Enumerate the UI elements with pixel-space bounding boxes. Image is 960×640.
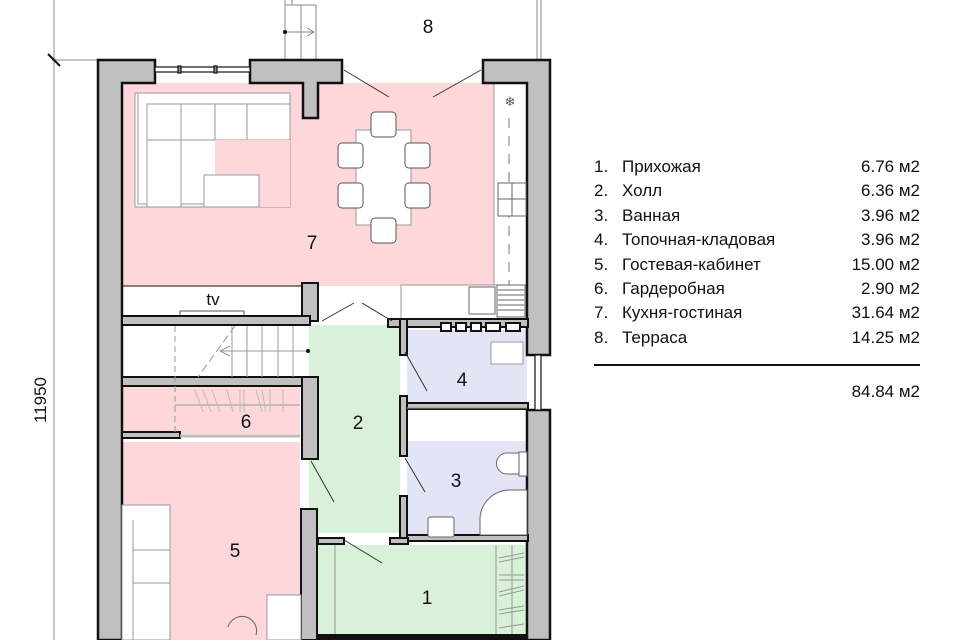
window-top	[154, 65, 251, 74]
dining-chairs	[337, 111, 431, 244]
dimension-label: 11950	[31, 377, 50, 423]
legend-item-name: Холл	[622, 181, 663, 201]
room-number-2: 2	[353, 413, 364, 434]
legend-item-name: Ванная	[622, 205, 681, 225]
interior-walls	[121, 282, 529, 640]
stair-start-dot	[283, 30, 287, 34]
legend-item: 1. Прихожая 6.76 м2	[594, 155, 920, 179]
legend-item: 6. Гардеробная 2.90 м2	[594, 277, 920, 301]
utility-niche	[407, 408, 527, 441]
legend-divider	[594, 364, 920, 367]
sink-icon	[468, 284, 526, 318]
legend-item-name: Гостевая-кабинет	[622, 254, 761, 274]
floor-plan: 11950	[31, 0, 552, 640]
area-legend: 1. Прихожая 6.76 м2 2. Холл 6.36 м2 3. В…	[594, 155, 920, 402]
terrace-outline	[52, 0, 542, 61]
room-number-8: 8	[423, 17, 434, 38]
window-right	[534, 354, 542, 411]
toilet-icon	[496, 451, 528, 477]
legend-item: 4. Топочная-кладовая 3.96 м2	[594, 228, 920, 252]
legend-item: 8. Терраса 14.25 м2	[594, 326, 920, 350]
legend-item-name: Топочная-кладовая	[622, 230, 776, 250]
legend-item-number: 2.	[594, 181, 609, 201]
room-number-3: 3	[451, 471, 462, 492]
legend-item: 5. Гостевая-кабинет 15.00 м2	[594, 253, 920, 277]
legend-item-area: 15.00 м2	[851, 254, 920, 274]
outer-walls	[96, 58, 552, 640]
fridge-icon: ❄	[505, 94, 516, 109]
stair-dot	[306, 349, 310, 353]
dining-table	[355, 129, 412, 226]
legend-item-name: Гардеробная	[622, 278, 725, 298]
legend-item-area: 14.25 м2	[851, 327, 920, 347]
legend-item-name: Прихожая	[622, 157, 701, 176]
entry-closet	[334, 545, 525, 634]
room-2-fill	[309, 325, 400, 533]
room-number-4: 4	[457, 370, 468, 391]
room-number-7: 7	[307, 233, 318, 254]
legend-item: 3. Ванная 3.96 м2	[594, 204, 920, 228]
guest-sofa	[121, 504, 171, 640]
legend-item-number: 7.	[594, 303, 609, 323]
legend-total: 84.84 м2	[851, 382, 920, 402]
room-1-fill	[318, 545, 528, 640]
legend-item: 2. Холл 6.36 м2	[594, 179, 920, 203]
desk-chair	[227, 615, 258, 636]
tv-label: tv	[206, 290, 220, 309]
coffee-table	[203, 174, 260, 208]
desk	[266, 594, 302, 640]
boiler-unit	[490, 341, 524, 365]
legend-item-name: Терраса	[622, 327, 688, 347]
legend-item-number: 1.	[594, 157, 609, 176]
room-number-1: 1	[422, 588, 433, 609]
stairs	[174, 325, 308, 432]
room-number-6: 6	[241, 412, 252, 433]
shower-icon	[479, 489, 528, 536]
room-6-fill	[122, 385, 300, 434]
stove-icon	[497, 182, 527, 217]
legend-item-number: 4.	[594, 230, 609, 250]
legend-item: 7. Кухня-гостиная 31.64 м2	[594, 301, 920, 325]
legend-item-area: 3.96 м2	[861, 205, 920, 225]
legend-item-name: Кухня-гостиная	[622, 303, 743, 323]
bottom-wall	[318, 634, 528, 640]
vent-grill	[440, 322, 521, 332]
legend-item-area: 6.36 м2	[861, 181, 920, 201]
room-number-5: 5	[230, 541, 241, 562]
terrace-door	[343, 69, 482, 98]
dimension-line	[47, 0, 61, 640]
legend-item-area: 3.96 м2	[861, 230, 920, 250]
interior-doors	[180, 302, 428, 564]
legend-item-number: 5.	[594, 254, 609, 274]
legend-item-area: 6.76 м2	[861, 157, 920, 176]
washbasin-icon	[427, 516, 455, 538]
legend-item-area: 31.64 м2	[851, 303, 920, 323]
legend-item-number: 8.	[594, 327, 609, 347]
legend-item-number: 3.	[594, 205, 609, 225]
legend-item-number: 6.	[594, 278, 609, 298]
legend-item-area: 2.90 м2	[861, 278, 920, 298]
